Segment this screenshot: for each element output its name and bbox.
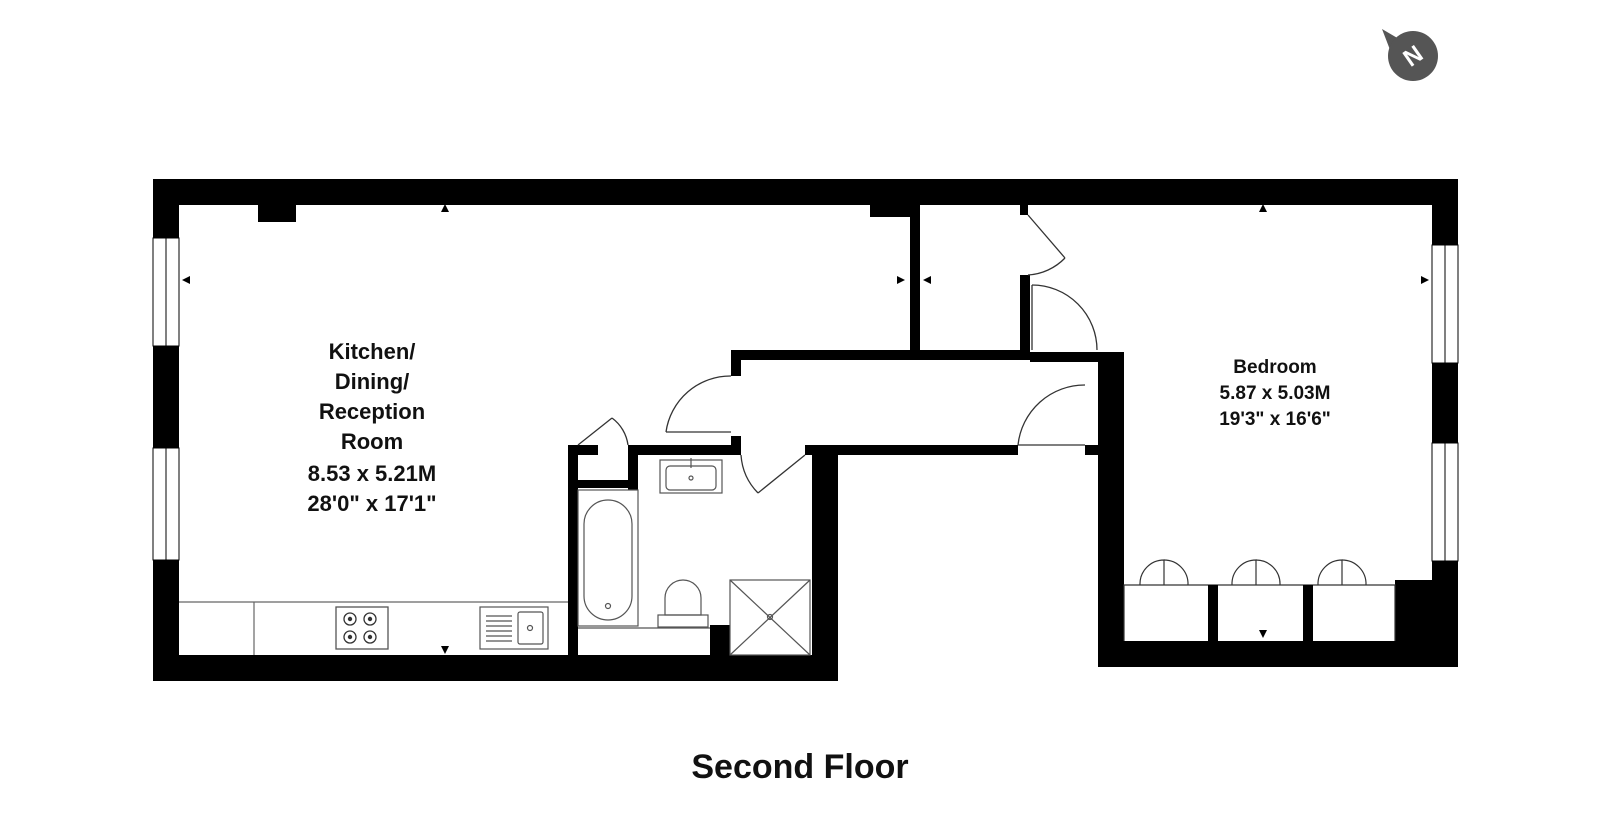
bathtub-icon [577,489,639,627]
bedroom-metric-size: 5.87 x 5.03M [1220,383,1331,404]
north-arrow-icon: N [1380,25,1440,85]
shower-tray-icon [729,579,811,656]
bedroom-label: Bedroom 5.87 x 5.03M 19'3" x 16'6" [1219,357,1331,430]
wardrobes [1123,559,1396,641]
toilet-icon [657,579,709,628]
hob-icon [335,606,389,650]
kitchen-metric-size: 8.53 x 5.21M [308,461,436,486]
basin-icon [659,458,723,494]
kitchen-name-line2: Dining/ [335,369,410,394]
bedroom-name: Bedroom [1233,357,1316,378]
doors [577,214,1098,494]
measurement-markers [182,204,1429,654]
kitchen-imperial-size: 28'0" x 17'1" [307,491,436,516]
kitchen-name-line1: Kitchen/ [329,339,416,364]
kitchen-name-line3: Reception [319,399,425,424]
bedroom-imperial-size: 19'3" x 16'6" [1219,409,1331,430]
kitchen-name-line4: Room [341,429,403,454]
windows [152,237,1459,562]
kitchen-label: Kitchen/ Dining/ Reception Room 8.53 x 5… [307,339,436,516]
kitchen-units [179,601,568,655]
floor-title: Second Floor [691,748,909,786]
kitchen-sink-icon [479,606,549,650]
